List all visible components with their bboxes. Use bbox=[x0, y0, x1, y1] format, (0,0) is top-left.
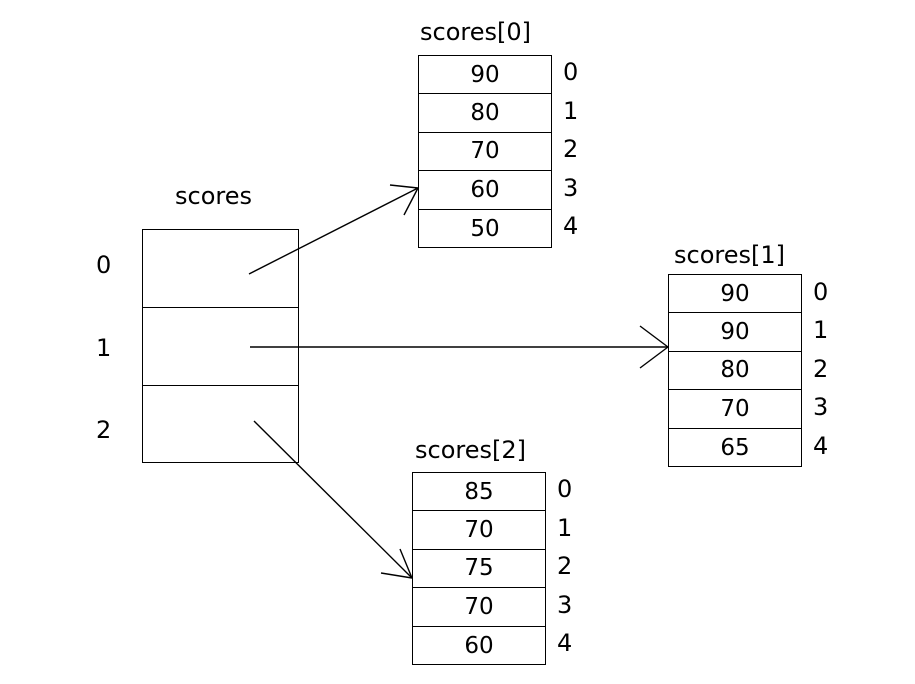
pointer-cell-0[interactable] bbox=[143, 230, 298, 308]
arrow-to-scores1 bbox=[250, 325, 669, 369]
scores0-index-2: 2 bbox=[563, 135, 579, 163]
scores2-index-4: 4 bbox=[557, 629, 573, 657]
scores0-index-0: 0 bbox=[563, 58, 579, 86]
scores2-index-3: 3 bbox=[557, 591, 573, 619]
scores1-index-2: 2 bbox=[813, 355, 829, 383]
array-title-scores2: scores[2] bbox=[415, 436, 526, 464]
pointer-array-title: scores bbox=[175, 182, 252, 210]
scores1-index-3: 3 bbox=[813, 393, 829, 421]
scores2-cell-4[interactable]: 60 bbox=[464, 632, 494, 659]
scores2-cell-2[interactable]: 75 bbox=[413, 550, 545, 589]
pointer-cell-1[interactable] bbox=[143, 308, 298, 386]
array-scores0: 90 80 70 60 50 bbox=[418, 55, 552, 248]
scores0-index-4: 4 bbox=[563, 212, 579, 240]
scores0-index-1: 1 bbox=[563, 97, 579, 125]
scores0-cell-1[interactable]: 80 bbox=[419, 94, 551, 133]
scores0-cell-4[interactable]: 50 bbox=[470, 215, 500, 242]
scores1-index-4: 4 bbox=[813, 432, 829, 460]
array-title-scores0: scores[0] bbox=[420, 18, 531, 46]
scores0-cell-2[interactable]: 70 bbox=[419, 133, 551, 172]
scores2-index-0: 0 bbox=[557, 475, 573, 503]
scores1-cell-1[interactable]: 90 bbox=[669, 313, 801, 352]
scores0-cell-3[interactable]: 60 bbox=[419, 171, 551, 210]
scores0-cell-0[interactable]: 90 bbox=[419, 56, 551, 95]
pointer-index-2: 2 bbox=[96, 416, 112, 444]
scores2-cell-3[interactable]: 70 bbox=[413, 588, 545, 627]
pointer-index-1: 1 bbox=[96, 334, 112, 362]
pointer-index-0: 0 bbox=[96, 251, 112, 279]
scores1-cell-0[interactable]: 90 bbox=[669, 275, 801, 314]
pointer-cell-2[interactable] bbox=[143, 386, 298, 464]
scores1-index-1: 1 bbox=[813, 316, 829, 344]
scores1-cell-3[interactable]: 70 bbox=[669, 390, 801, 429]
array-scores1: 90 90 80 70 65 bbox=[668, 274, 802, 467]
scores1-cell-2[interactable]: 80 bbox=[669, 352, 801, 391]
array-scores2: 85 70 75 70 60 bbox=[412, 472, 546, 665]
array-title-scores1: scores[1] bbox=[674, 241, 785, 269]
scores2-cell-0[interactable]: 85 bbox=[413, 473, 545, 512]
scores2-index-2: 2 bbox=[557, 552, 573, 580]
scores2-index-1: 1 bbox=[557, 514, 573, 542]
scores2-cell-1[interactable]: 70 bbox=[413, 511, 545, 550]
scores1-cell-4[interactable]: 65 bbox=[720, 434, 750, 461]
pointer-array-scores bbox=[142, 229, 299, 463]
scores1-index-0: 0 bbox=[813, 278, 829, 306]
scores0-index-3: 3 bbox=[563, 174, 579, 202]
